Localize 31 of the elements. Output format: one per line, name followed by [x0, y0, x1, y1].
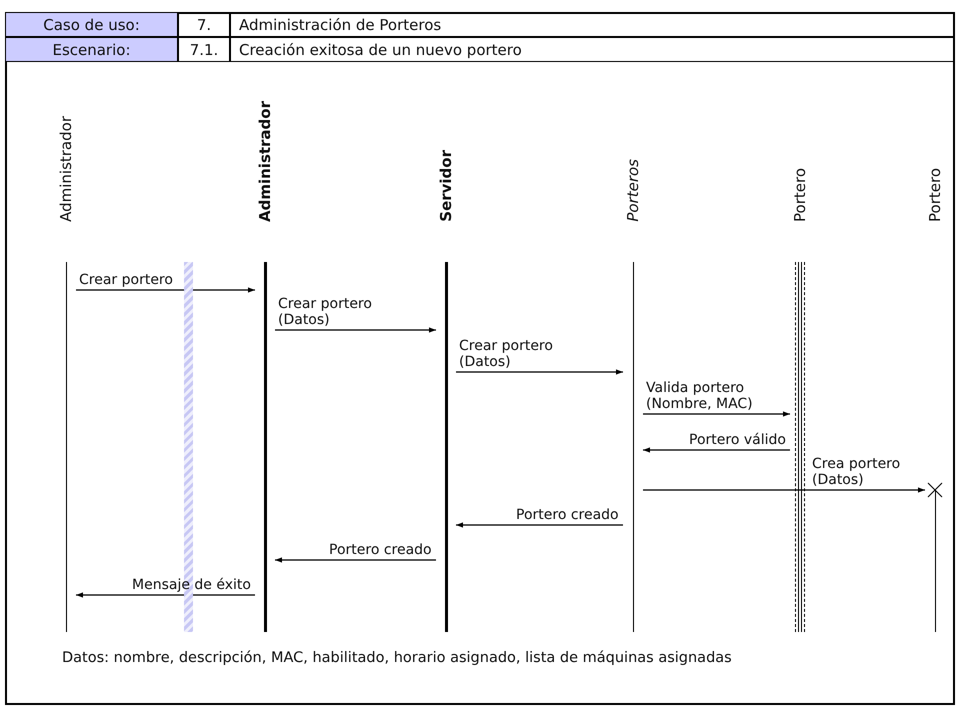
- lifeline-title: Administrador: [56, 116, 76, 222]
- edge-label: Valida portero (Nombre, MAC): [646, 380, 754, 412]
- message-arrow: [643, 447, 790, 453]
- message-arrow: [456, 369, 623, 375]
- row-heading: Caso de uso:: [5, 12, 178, 37]
- row-number: 7.1.: [178, 37, 230, 62]
- message-arrow: [275, 327, 436, 333]
- message-arrow: [275, 557, 436, 563]
- edge-label: Crear portero (Datos): [459, 338, 554, 370]
- message-arrow: [76, 287, 255, 293]
- edge-label: Crea portero (Datos): [812, 456, 902, 488]
- lifeline-title: Portero: [925, 168, 945, 222]
- lifeline-title: Administrador: [255, 101, 275, 222]
- edge-label: Portero creado: [516, 507, 619, 523]
- footnote: Datos: nombre, descripción, MAC, habilitado, horario asignado, lista de máquinas asignadas: [62, 650, 732, 666]
- edge-label: Portero creado: [329, 542, 432, 558]
- edge-label: Mensaje de éxito: [132, 577, 251, 593]
- message-arrow: [76, 592, 255, 598]
- message-arrow: [456, 522, 623, 528]
- edge-label: Portero válido: [689, 432, 786, 448]
- lifeline-title: Portero: [790, 168, 810, 222]
- row-heading: Escenario:: [5, 37, 178, 62]
- lifeline-title: Servidor: [436, 150, 456, 222]
- edge-label: Crear portero (Datos): [278, 296, 373, 328]
- edge-label: Crear portero: [79, 272, 173, 288]
- lifeline-title: Porteros: [623, 159, 643, 222]
- message-arrow: [643, 487, 925, 493]
- message-arrow: [643, 411, 790, 417]
- row-value: Creación exitosa de un nuevo portero: [230, 37, 955, 62]
- row-value: Administración de Porteros: [230, 12, 955, 37]
- row-number: 7.: [178, 12, 230, 37]
